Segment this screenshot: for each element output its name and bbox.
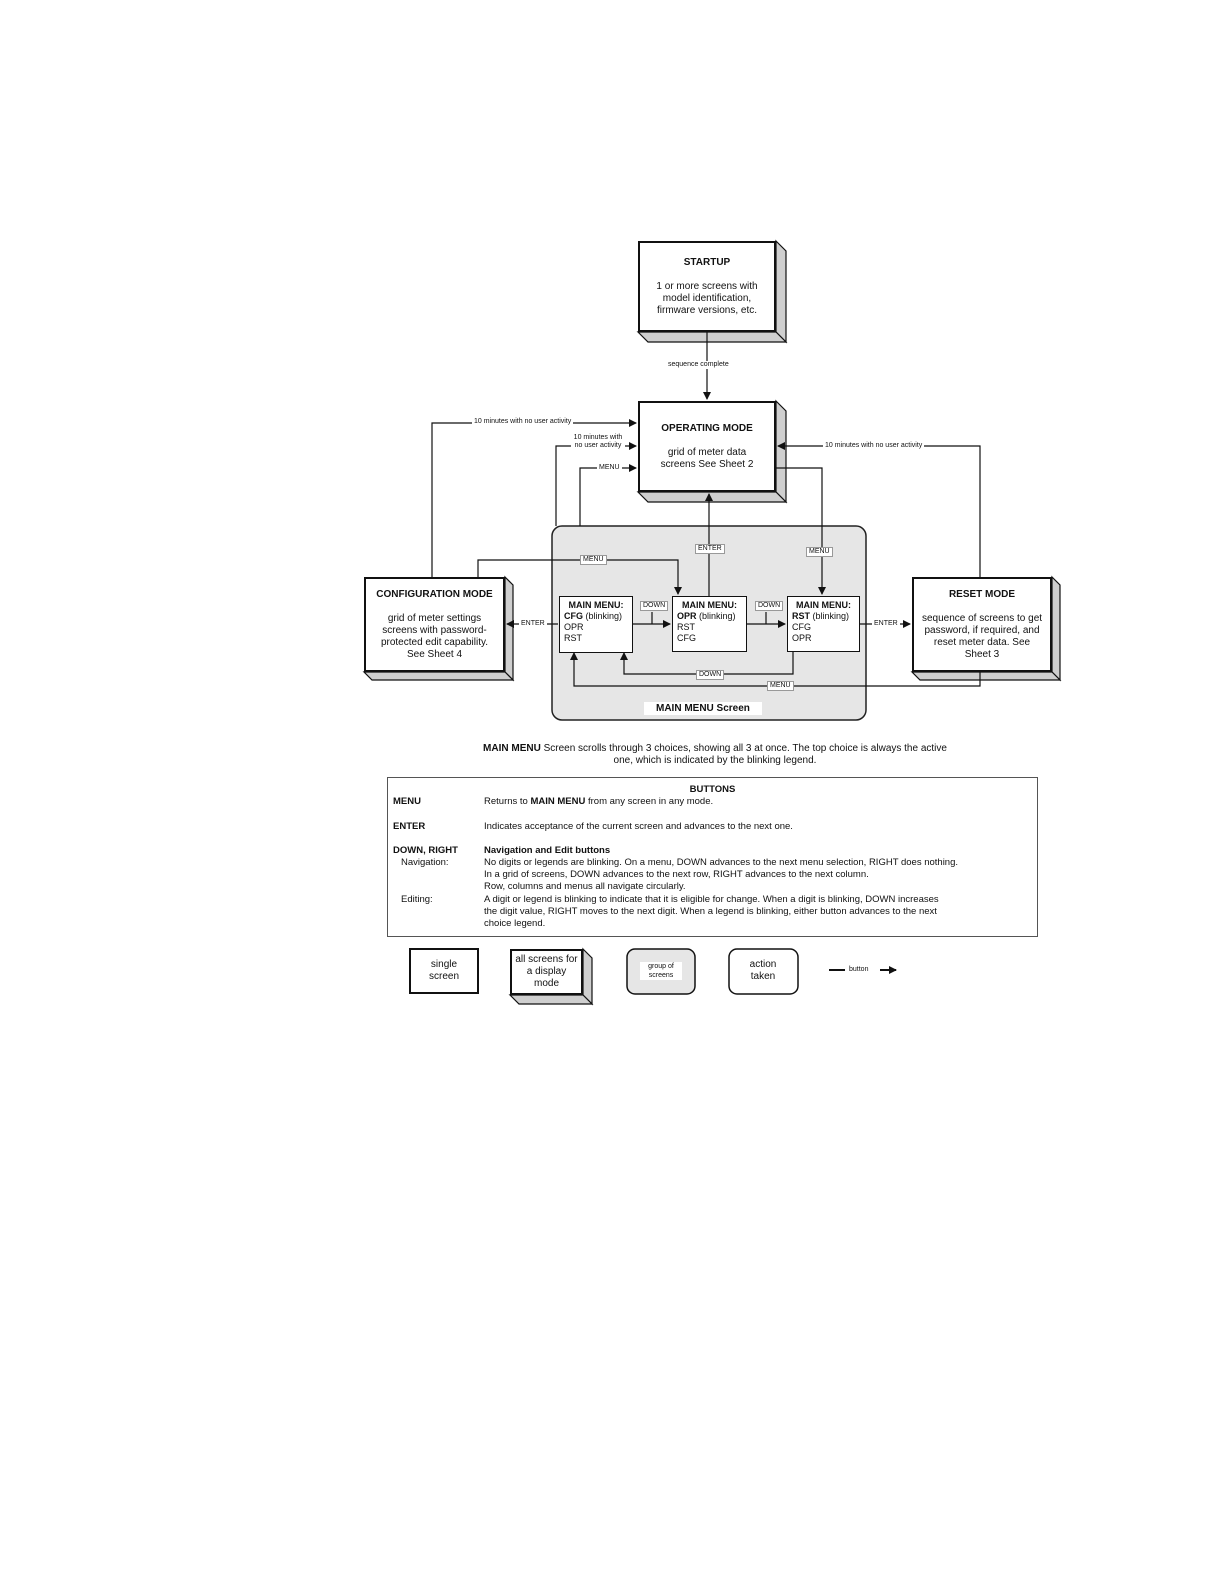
startup-title: STARTUP (683, 257, 731, 268)
config-title: CONFIGURATION MODE (376, 589, 493, 600)
navigation-label: Navigation: (401, 857, 449, 868)
label-menu-right: MENU (806, 547, 833, 557)
startup-box: STARTUP 1 or more screens with model ide… (638, 241, 776, 332)
blinking-note: (blinking) (696, 611, 736, 621)
main-menu-screen-cfg: MAIN MENU: CFG (blinking) OPR RST (559, 596, 633, 653)
label-timeout-top: 10 minutes with no user activity (472, 418, 574, 426)
button-name-down-right: DOWN, RIGHT (393, 845, 458, 856)
operating-title: OPERATING MODE (661, 423, 753, 434)
caption-line2: one, which is indicated by the blinking … (613, 755, 817, 766)
editing-line: choice legend. (484, 918, 546, 929)
menu-active-item: RST (792, 611, 810, 621)
main-menu-panel-label: MAIN MENU Screen (644, 702, 762, 715)
label-enter-to-op: ENTER (695, 544, 725, 554)
menu-item: OPR (564, 622, 584, 632)
reset-desc: sequence of screens to get password, if … (921, 613, 1043, 660)
caption-lead: MAIN MENU (483, 743, 541, 754)
menu-header: MAIN MENU: (796, 600, 851, 610)
buttons-title: BUTTONS (689, 784, 736, 795)
edge-menu-to-operating-timeout (555, 442, 637, 526)
operating-mode-box: OPERATING MODE grid of meter data screen… (638, 401, 776, 492)
menu-item: RST (564, 633, 582, 643)
label-down-2: DOWN (755, 601, 784, 611)
button-desc-enter: Indicates acceptance of the current scre… (484, 821, 793, 832)
label-timeout-right: 10 minutes with no user activity (823, 442, 925, 450)
label-timeout-inner: 10 minutes with no user activity (571, 434, 625, 450)
blinking-note: (blinking) (583, 611, 623, 621)
editing-label: Editing: (401, 894, 433, 905)
menu-active-item: OPR (677, 611, 697, 621)
legend-all-label: all screens for a display mode (515, 954, 578, 989)
editing-line: A digit or legend is blinking to indicat… (484, 894, 939, 905)
menu-item: CFG (792, 622, 811, 632)
navigation-line: In a grid of screens, DOWN advances to t… (484, 869, 869, 880)
button-desc-menu: Returns to MAIN MENU from any screen in … (484, 796, 1032, 808)
buttons-table: BUTTONS MENU Returns to MAIN MENU from a… (387, 777, 1038, 937)
desc-bold: MAIN MENU (530, 796, 586, 807)
label-enter-cfg: ENTER (519, 620, 547, 628)
desc-text: Returns to (484, 796, 531, 807)
navigation-line: No digits or legends are blinking. On a … (484, 857, 959, 868)
navigation-line: Row, columns and menus all navigate circ… (484, 881, 686, 892)
legend-single-screen: single screen (409, 948, 479, 994)
menu-item: CFG (677, 633, 696, 643)
edge-config-menu-to-opr (477, 559, 682, 595)
operating-desc: grid of meter data screens See Sheet 2 (660, 447, 754, 470)
config-desc: grid of meter settings screens with pass… (380, 613, 489, 660)
legend-action-shape (728, 948, 799, 995)
button-name-enter: ENTER (393, 821, 426, 832)
button-name-menu: MENU (393, 796, 421, 807)
legend-single-label: single screen (428, 959, 459, 982)
legend-group-label: group of screens (640, 962, 682, 980)
menu-header: MAIN MENU: (568, 600, 624, 610)
editing-desc: A digit or legend is blinking to indicat… (484, 894, 1032, 930)
legend-button-label: button (849, 966, 869, 973)
main-menu-screen-opr: MAIN MENU: OPR (blinking) RST CFG (672, 596, 747, 652)
edge-menu-button-to-operating (579, 464, 637, 526)
label-down-bottom: DOWN (696, 670, 725, 680)
label-menu-top: MENU (580, 555, 607, 565)
navigation-desc: No digits or legends are blinking. On a … (484, 857, 1032, 893)
blinking-note: (blinking) (810, 611, 850, 621)
caption-line1: Screen scrolls through 3 choices, showin… (540, 743, 947, 754)
button-desc-down-right: Navigation and Edit buttons (484, 845, 611, 856)
label-sequence-complete: sequence complete (666, 361, 731, 369)
menu-active-item: CFG (564, 611, 583, 621)
reset-mode-box: RESET MODE sequence of screens to get pa… (912, 577, 1052, 672)
reset-title: RESET MODE (948, 589, 1016, 600)
label-menu-to-op: MENU (597, 464, 622, 472)
menu-item: OPR (792, 633, 812, 643)
editing-line: the digit value, RIGHT moves to the next… (484, 906, 937, 917)
main-menu-screen-rst: MAIN MENU: RST (blinking) CFG OPR (787, 596, 860, 652)
label-down-1: DOWN (640, 601, 669, 611)
label-enter-rst: ENTER (872, 620, 900, 628)
main-menu-caption: MAIN MENU Screen scrolls through 3 choic… (440, 743, 990, 767)
menu-header: MAIN MENU: (682, 600, 737, 610)
legend-all-screens: all screens for a display mode (510, 949, 583, 995)
menu-item: RST (677, 622, 695, 632)
label-menu-bottom: MENU (767, 681, 794, 691)
legend-action-label: action taken (749, 959, 777, 982)
startup-desc: 1 or more screens with model identificat… (656, 281, 758, 316)
desc-text: from any screen in any mode. (585, 796, 714, 807)
configuration-mode-box: CONFIGURATION MODE grid of meter setting… (364, 577, 505, 672)
